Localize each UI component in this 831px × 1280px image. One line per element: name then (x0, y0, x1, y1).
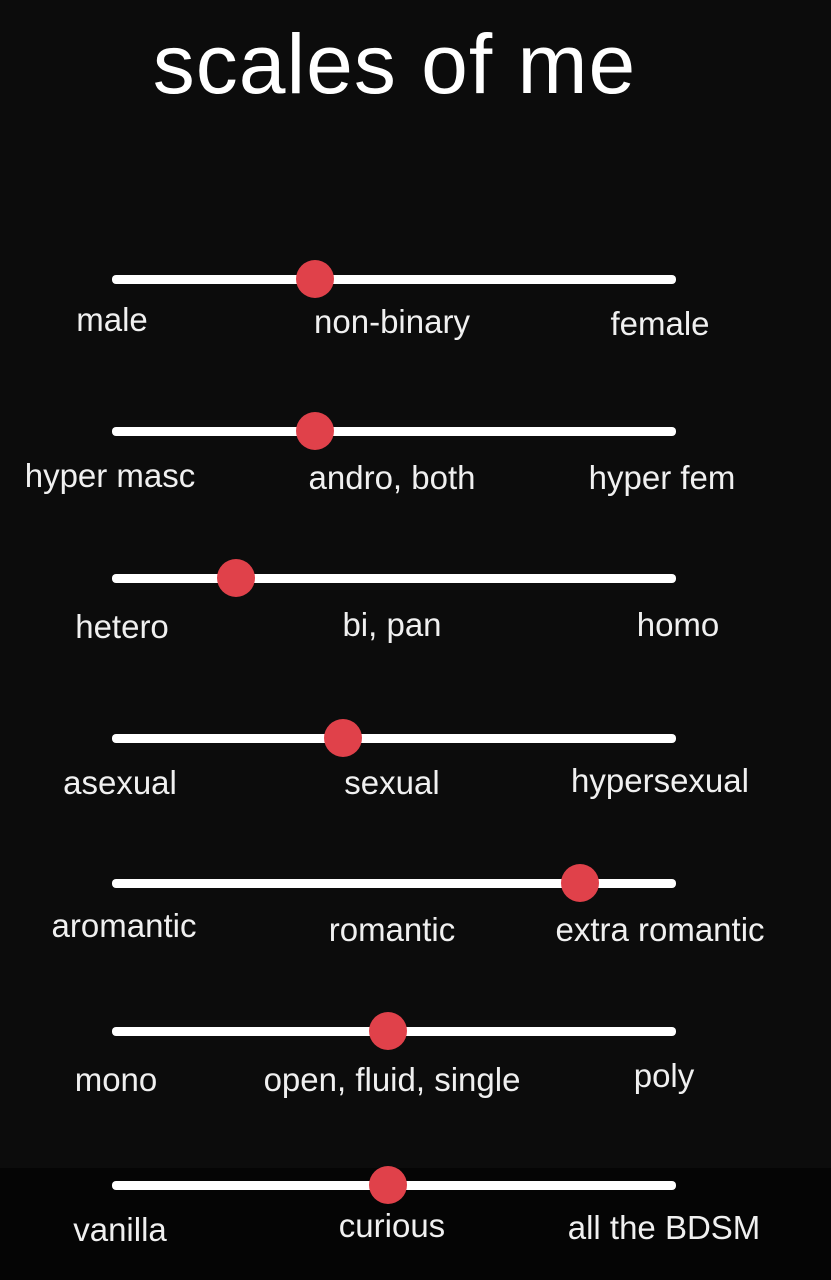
slider-knob[interactable] (296, 412, 335, 450)
slider-knob[interactable] (296, 260, 335, 298)
slider-track[interactable] (112, 879, 676, 888)
scale-right-label: poly (633, 1057, 695, 1094)
slider-knob[interactable] (561, 864, 600, 902)
scale-middle-label: romantic (328, 911, 456, 948)
page-title: scales of me (152, 17, 637, 111)
scale-left-label: hyper masc (24, 457, 196, 494)
scale-expression: hyper masc andro, both hyper fem (0, 412, 831, 517)
scale-right-label: all the BDSM (567, 1209, 761, 1246)
slider-track[interactable] (112, 275, 676, 284)
scale-left-label: asexual (63, 764, 177, 801)
scale-middle-label: bi, pan (342, 606, 442, 643)
scale-romance: aromantic romantic extra romantic (0, 864, 831, 969)
slider-knob[interactable] (369, 1012, 408, 1050)
scale-gender: male non-binary female (0, 260, 831, 365)
scale-right-label: female (610, 305, 710, 342)
scale-middle-label: open, fluid, single (263, 1061, 521, 1098)
scale-sexuality: asexual sexual hypersexual (0, 719, 831, 824)
scale-middle-label: sexual (344, 764, 440, 801)
slider-knob[interactable] (324, 719, 363, 757)
scale-right-label: hyper fem (588, 459, 736, 496)
scale-left-label: aromantic (51, 907, 197, 944)
scale-middle-label: non-binary (314, 303, 470, 340)
slider-knob[interactable] (369, 1166, 408, 1204)
scale-orientation: hetero bi, pan homo (0, 559, 831, 664)
scale-left-label: male (76, 301, 148, 338)
scale-relationship: mono open, fluid, single poly (0, 1012, 831, 1117)
slider-knob[interactable] (217, 559, 256, 597)
scale-right-label: extra romantic (555, 911, 765, 948)
scale-middle-label: curious (338, 1207, 446, 1244)
scale-right-label: hypersexual (571, 762, 749, 799)
scale-left-label: vanilla (73, 1211, 167, 1248)
slider-track[interactable] (112, 427, 676, 436)
scale-kink: vanilla curious all the BDSM (0, 1166, 831, 1271)
scale-right-label: homo (636, 606, 720, 643)
slider-track[interactable] (112, 574, 676, 583)
scale-left-label: mono (74, 1061, 158, 1098)
slider-track[interactable] (112, 734, 676, 743)
scale-left-label: hetero (75, 608, 169, 645)
scale-middle-label: andro, both (308, 459, 476, 496)
